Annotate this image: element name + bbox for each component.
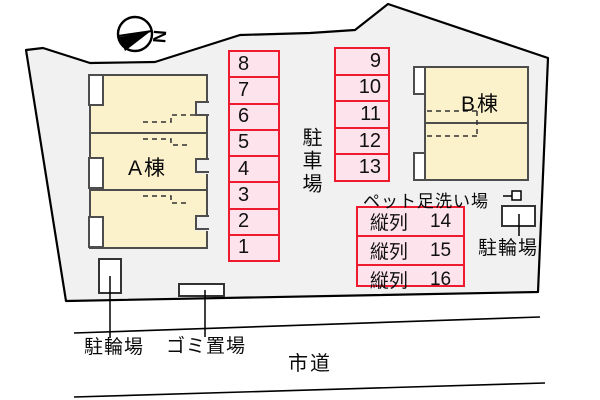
pet-wash-square bbox=[511, 190, 522, 201]
parking-column-2: 9 10 11 12 13 bbox=[334, 47, 390, 182]
stair-dashes bbox=[143, 195, 189, 204]
parking-spot-2: 2 bbox=[230, 210, 278, 236]
parking-spot-3: 3 bbox=[230, 183, 278, 210]
pet-wash-label: ペット足洗い場 bbox=[363, 192, 489, 211]
building-a-label: A棟 bbox=[128, 157, 168, 180]
garbage-area-rect bbox=[178, 283, 225, 297]
building-b-label: B棟 bbox=[461, 93, 501, 116]
road-label: 市道 bbox=[288, 353, 332, 375]
parking-area-label: 駐車場 bbox=[299, 127, 321, 196]
parking-spot-15: 縦列 15 bbox=[358, 237, 463, 266]
parking-spot-16: 縦列 16 bbox=[358, 266, 463, 293]
north-compass-icon: N bbox=[116, 15, 170, 53]
garbage-area-label: ゴミ置場 bbox=[166, 336, 247, 357]
tandem-prefix: 縦列 bbox=[369, 242, 408, 263]
parking-spot-9: 9 bbox=[336, 49, 388, 76]
tandem-prefix: 縦列 bbox=[369, 213, 408, 234]
entry-notch bbox=[88, 157, 104, 189]
tandem-number: 15 bbox=[429, 239, 452, 261]
parking-spot-10: 10 bbox=[336, 76, 388, 103]
tandem-number: 14 bbox=[429, 210, 452, 232]
tandem-parking-block: 縦列 14 縦列 15 縦列 16 bbox=[356, 206, 465, 292]
parking-spot-8: 8 bbox=[230, 52, 278, 79]
parking-column-1: 8 7 6 5 4 3 2 1 bbox=[228, 50, 280, 262]
road-line-top bbox=[73, 316, 541, 334]
parking-spot-14: 縦列 14 bbox=[358, 208, 463, 237]
parking-spot-13: 13 bbox=[358, 156, 381, 179]
parking-spot-4: 4 bbox=[230, 157, 278, 184]
entry-notch bbox=[88, 74, 104, 106]
building-a bbox=[88, 74, 209, 249]
stair-dashes bbox=[427, 110, 478, 137]
entry-notch bbox=[413, 66, 426, 95]
parking-spot-6: 6 bbox=[230, 105, 278, 131]
entry-notch bbox=[88, 216, 104, 248]
parking-spot-7: 7 bbox=[230, 78, 278, 105]
parking-spot-1: 1 bbox=[238, 236, 250, 259]
road-line-bottom bbox=[73, 382, 546, 398]
tandem-prefix: 縦列 bbox=[369, 271, 408, 292]
parking-spot-11: 11 bbox=[336, 102, 388, 129]
bicycle-parking-left-label: 駐輪場 bbox=[84, 337, 145, 358]
parking-spot-5: 5 bbox=[230, 131, 278, 157]
bicycle-parking-right-label: 駐輪場 bbox=[478, 238, 539, 259]
entry-notch bbox=[413, 152, 426, 181]
tandem-number: 16 bbox=[429, 268, 452, 290]
building-b bbox=[413, 66, 529, 181]
parking-spot-12: 12 bbox=[336, 129, 388, 156]
stair-dashes bbox=[143, 114, 197, 123]
stair-dashes bbox=[143, 138, 189, 146]
compass-north-letter: N bbox=[149, 29, 170, 44]
